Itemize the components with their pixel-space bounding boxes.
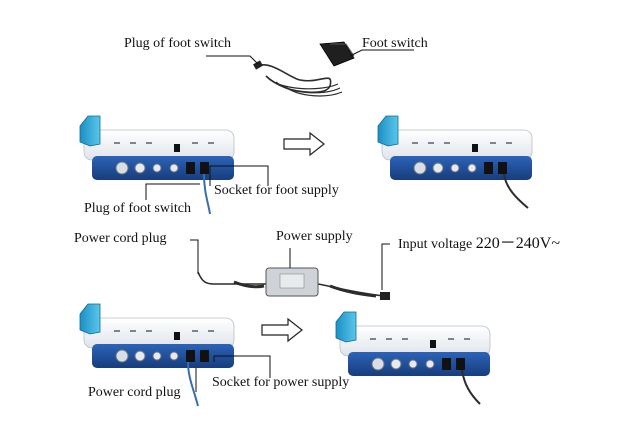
device-row2-right [335,311,491,405]
leader-lines-power [190,239,390,290]
device-row1-left [79,115,235,215]
arrow-row1 [283,131,325,157]
label-plug-of-foot-switch-bottom: Plug of foot switch [84,201,191,216]
label-power-cord-plug-top: Power cord plug [74,231,167,246]
label-plug-of-foot-switch-top: Plug of foot switch [124,36,231,51]
device-row2-left [79,303,235,407]
label-input-voltage-value: 220－240V~ [475,235,560,252]
label-socket-for-power-supply: Socket for power supply [212,375,350,390]
label-power-supply: Power supply [276,229,353,244]
label-input-voltage-prefix: Input voltage [398,237,476,252]
leader-lines-row1 [145,165,269,200]
label-socket-for-foot-supply: Socket for foot supply [214,183,339,198]
arrow-row2 [261,317,303,343]
foot-switch-illustration [253,41,355,97]
power-supply-illustration [197,267,390,300]
label-input-voltage: Input voltage 220－240V~ [398,236,560,252]
leader-lines-top [206,49,414,65]
device-row1-right [377,115,533,209]
label-foot-switch: Foot switch [362,36,428,51]
leader-lines-row2 [195,355,271,392]
label-power-cord-plug-bottom: Power cord plug [88,385,181,400]
